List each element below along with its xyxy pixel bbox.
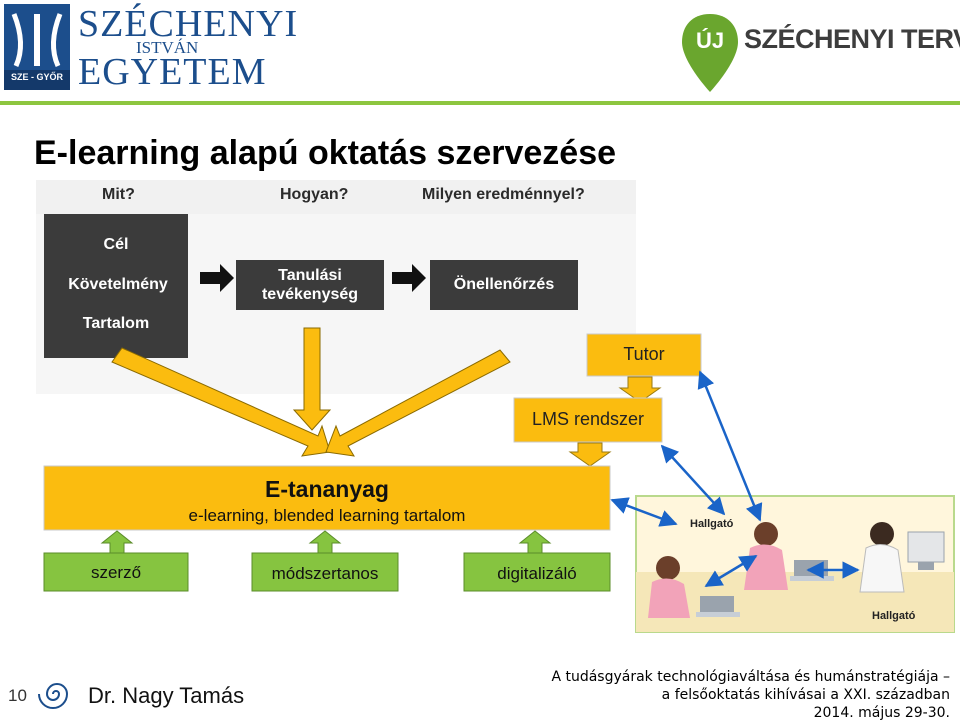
arrow-converge-center-icon xyxy=(292,327,332,431)
goal-box xyxy=(44,214,188,358)
question-what: Mit? xyxy=(102,186,135,203)
arrow-up-icon xyxy=(308,530,342,555)
learning-activity-box xyxy=(236,260,384,310)
student-figure xyxy=(859,522,945,593)
arrow-right-icon xyxy=(200,264,234,292)
goal-label: Cél xyxy=(103,236,129,253)
digitizer-box xyxy=(463,552,611,592)
self-check-label: Önellenőrzés xyxy=(453,276,555,293)
arrow-converge-left-icon xyxy=(111,347,331,457)
link-arrow-icon xyxy=(704,554,758,588)
methodologist-box xyxy=(251,552,399,592)
e-learning-material-title: E-tananyag xyxy=(265,476,389,502)
arrow-up-icon xyxy=(518,530,552,555)
learning-activity-line2: tevékenység xyxy=(261,286,359,303)
arrow-down-icon xyxy=(568,442,612,467)
author-name: Dr. Nagy Tamás xyxy=(88,683,245,708)
map-pin-icon xyxy=(682,14,738,92)
learning-activity-line1: Tanulási xyxy=(278,267,342,284)
digitizer-label: digitalizáló xyxy=(497,564,577,583)
question-band xyxy=(36,180,636,214)
requirement-label: Követelmény xyxy=(68,276,168,293)
student-figure xyxy=(648,556,740,618)
self-check-box xyxy=(430,260,578,310)
conference-info: A tudásgyárak technológiaváltása és humá… xyxy=(551,668,950,722)
arrow-down-icon xyxy=(618,376,662,403)
arrow-up-icon xyxy=(100,530,134,555)
uj-szechenyi-terv-logo: ÚJ xyxy=(680,12,740,96)
tutor-box xyxy=(586,333,702,377)
header-divider xyxy=(0,101,960,105)
student-label: Hallgató xyxy=(872,610,916,622)
arrow-right-icon xyxy=(392,264,426,292)
methodologist-label: módszertanos xyxy=(271,564,379,583)
university-logo: SZE - GYŐR xyxy=(4,4,70,90)
university-name-line3: EGYETEM xyxy=(78,51,267,93)
university-name-line2: ISTVÁN xyxy=(136,38,199,57)
conference-line2: a felsőoktatás kihívásai a XXI. századba… xyxy=(661,687,950,703)
link-arrow-icon xyxy=(610,497,678,527)
author-label: szerző xyxy=(90,563,142,582)
content-label: Tartalom xyxy=(82,315,150,332)
e-learning-material-subtitle: e-learning, blended learning tartalom xyxy=(188,506,466,525)
university-name-line1: SZÉCHENYI xyxy=(78,3,299,45)
arrow-converge-right-icon xyxy=(325,349,511,457)
tutor-label: Tutor xyxy=(623,344,665,364)
uj-label: ÚJ xyxy=(695,28,725,53)
question-result: Milyen eredménnyel? xyxy=(422,186,585,203)
question-how: Hogyan? xyxy=(280,186,349,203)
spiral-logo-icon xyxy=(38,683,69,709)
university-emblem-icon xyxy=(4,4,70,90)
e-learning-material-box xyxy=(43,465,611,531)
lms-box xyxy=(513,397,663,443)
student-label: Hallgató xyxy=(690,518,734,530)
author-box xyxy=(43,552,189,592)
lms-label: LMS rendszer xyxy=(531,409,645,429)
conference-line1: A tudásgyárak technológiaváltása és humá… xyxy=(551,669,950,685)
conference-date: 2014. május 29-30. xyxy=(813,705,950,721)
header: SZE - GYŐR SZÉCHENYI ISTVÁN EGYETEM ÚJ S… xyxy=(0,0,960,105)
link-arrow-icon xyxy=(697,370,763,522)
learning-activity-label: Tanulási tevékenység xyxy=(236,266,384,304)
university-badge-text: SZE - GYŐR xyxy=(10,72,63,82)
page-title: E-learning alapú oktatás szervezése xyxy=(34,134,617,172)
slide-number: 10 xyxy=(8,686,27,705)
plan-name: SZÉCHENYI TERV xyxy=(744,24,960,54)
